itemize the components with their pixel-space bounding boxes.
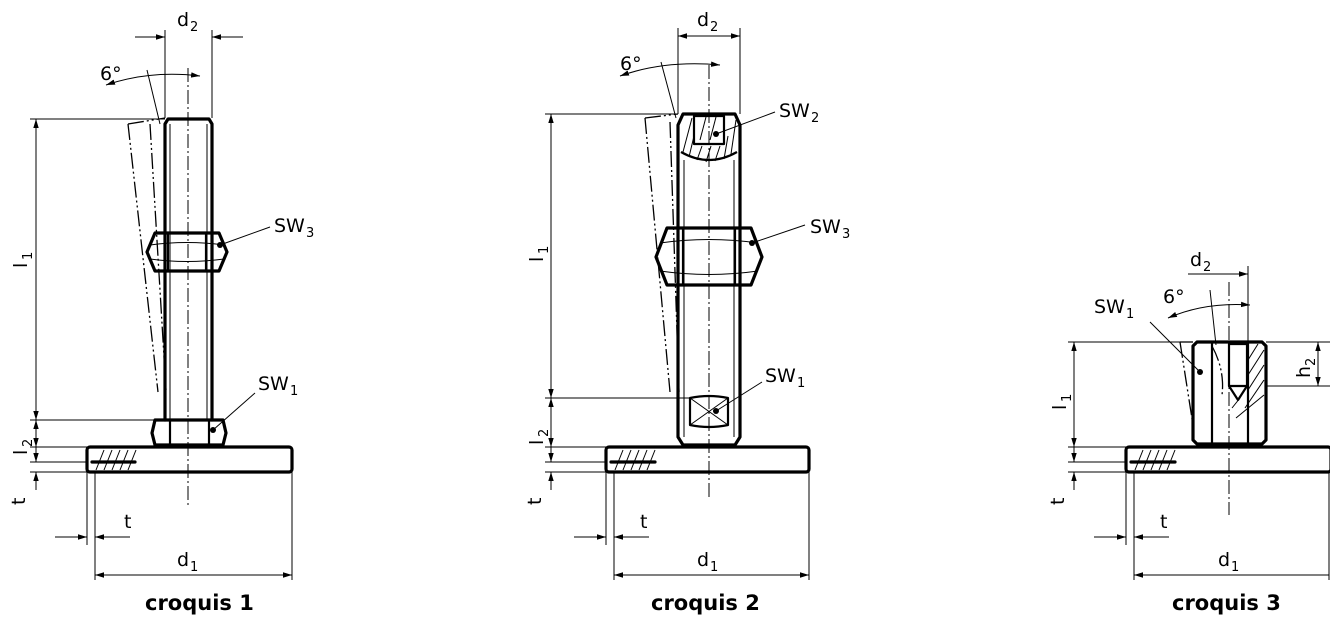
svg-text:1: 1	[710, 560, 718, 575]
t-vertical-dimension: t	[1047, 447, 1126, 505]
svg-text:1: 1	[1231, 560, 1239, 575]
t-horizontal-label: t	[1160, 511, 1167, 533]
socket-hatch	[682, 116, 737, 163]
caption-1: croquis 1	[145, 591, 254, 615]
t-horizontal-dimension: t	[55, 472, 131, 580]
svg-text:2: 2	[21, 439, 36, 447]
d1-dimension: d 1	[95, 472, 293, 580]
l1-label: l	[10, 263, 32, 268]
threaded-stud	[676, 112, 742, 447]
svg-text:2: 2	[710, 20, 718, 35]
d2-label: d	[177, 9, 189, 31]
t-vertical-dimension: t	[524, 447, 606, 505]
svg-text:1: 1	[1060, 394, 1075, 402]
base-plate	[1124, 445, 1330, 474]
svg-text:1: 1	[190, 560, 198, 575]
svg-text:2: 2	[1304, 358, 1319, 366]
svg-text:1: 1	[537, 246, 552, 254]
svg-text:3: 3	[842, 227, 850, 242]
sw1-label: SW	[258, 373, 289, 395]
d1-label: d	[697, 549, 709, 571]
sw2-label: SW	[779, 100, 810, 122]
d2-label: d	[697, 9, 709, 31]
sw3-callout: SW 3	[749, 216, 850, 246]
l1-dimension: l 1	[526, 113, 690, 399]
sw1-label: SW	[1094, 296, 1125, 318]
angle-dimension: 6°	[1163, 286, 1251, 346]
l2-dimension: l 2	[526, 398, 606, 448]
tilt-phantom	[644, 113, 680, 393]
base-hatch	[1134, 449, 1176, 471]
sw1-callout: SW 1	[210, 373, 298, 433]
h2-label: h	[1293, 366, 1315, 378]
angle-dimension: 6°	[619, 53, 721, 119]
t-vertical-dimension: t	[8, 447, 87, 505]
base-hatch	[95, 449, 137, 471]
middle-hex-nut	[654, 226, 764, 287]
t-horizontal-dimension: t	[574, 472, 649, 580]
svg-text:1: 1	[797, 376, 805, 391]
t-vertical-label: t	[8, 498, 30, 505]
svg-text:3: 3	[306, 226, 314, 241]
t-horizontal-dimension: t	[1094, 472, 1169, 580]
d2-dimension: d 2	[1188, 249, 1249, 342]
sketch-1: 6° d 2 l 1 l 2	[8, 9, 314, 615]
d2-label: d	[1190, 249, 1202, 271]
l1-label: l	[1049, 405, 1071, 410]
l1-dimension: l 1	[1049, 341, 1193, 448]
tilt-phantom	[1179, 341, 1224, 426]
angle-label: 6°	[100, 63, 122, 85]
sketch-2: 6° d 2 l 1 l 2	[524, 9, 850, 615]
svg-text:2: 2	[811, 111, 819, 126]
d1-dimension: d 1	[614, 472, 810, 580]
t-horizontal-label: t	[640, 511, 647, 533]
wrench-flat	[688, 394, 730, 429]
t-vertical-label: t	[1047, 498, 1069, 505]
sw1-callout: SW 1	[1094, 296, 1203, 375]
sw3-label: SW	[810, 216, 841, 238]
caption-2: croquis 2	[651, 591, 760, 615]
svg-text:1: 1	[21, 252, 36, 260]
d2-dimension: d 2	[677, 9, 741, 114]
t-horizontal-label: t	[124, 511, 131, 533]
l2-label: l	[526, 440, 548, 445]
d2-dimension: d 2	[135, 9, 243, 118]
base-hatch	[614, 449, 656, 471]
l1-dimension: l 1	[10, 118, 165, 421]
angle-label: 6°	[620, 53, 642, 75]
base-plate	[604, 445, 811, 474]
d1-label: d	[177, 549, 189, 571]
svg-text:2: 2	[190, 20, 198, 35]
bore-hatch	[1231, 343, 1265, 419]
h2-dimension: h 2	[1266, 341, 1330, 387]
base-plate	[85, 445, 294, 474]
d1-label: d	[1218, 549, 1230, 571]
sw1-callout: SW 1	[713, 365, 805, 414]
sw2-callout: SW 2	[713, 100, 819, 137]
l1-label: l	[526, 257, 548, 262]
svg-text:1: 1	[290, 384, 298, 399]
l2-dimension: l 2	[10, 420, 87, 455]
t-vertical-label: t	[524, 498, 546, 505]
l2-label: l	[10, 450, 32, 455]
sw1-label: SW	[765, 365, 796, 387]
angle-label: 6°	[1163, 286, 1185, 308]
svg-text:1: 1	[1126, 307, 1134, 322]
angle-dimension: 6°	[100, 63, 201, 125]
d1-dimension: d 1	[1134, 472, 1330, 580]
sketch-3: 6° d 2 h 2 l 1	[1047, 249, 1330, 615]
caption-3: croquis 3	[1172, 591, 1281, 615]
svg-text:2: 2	[537, 429, 552, 437]
sw3-label: SW	[274, 215, 305, 237]
bore-section	[1227, 342, 1265, 419]
svg-text:2: 2	[1203, 260, 1211, 275]
sw3-callout: SW 3	[217, 215, 314, 248]
bottom-hex-nut	[150, 418, 228, 447]
